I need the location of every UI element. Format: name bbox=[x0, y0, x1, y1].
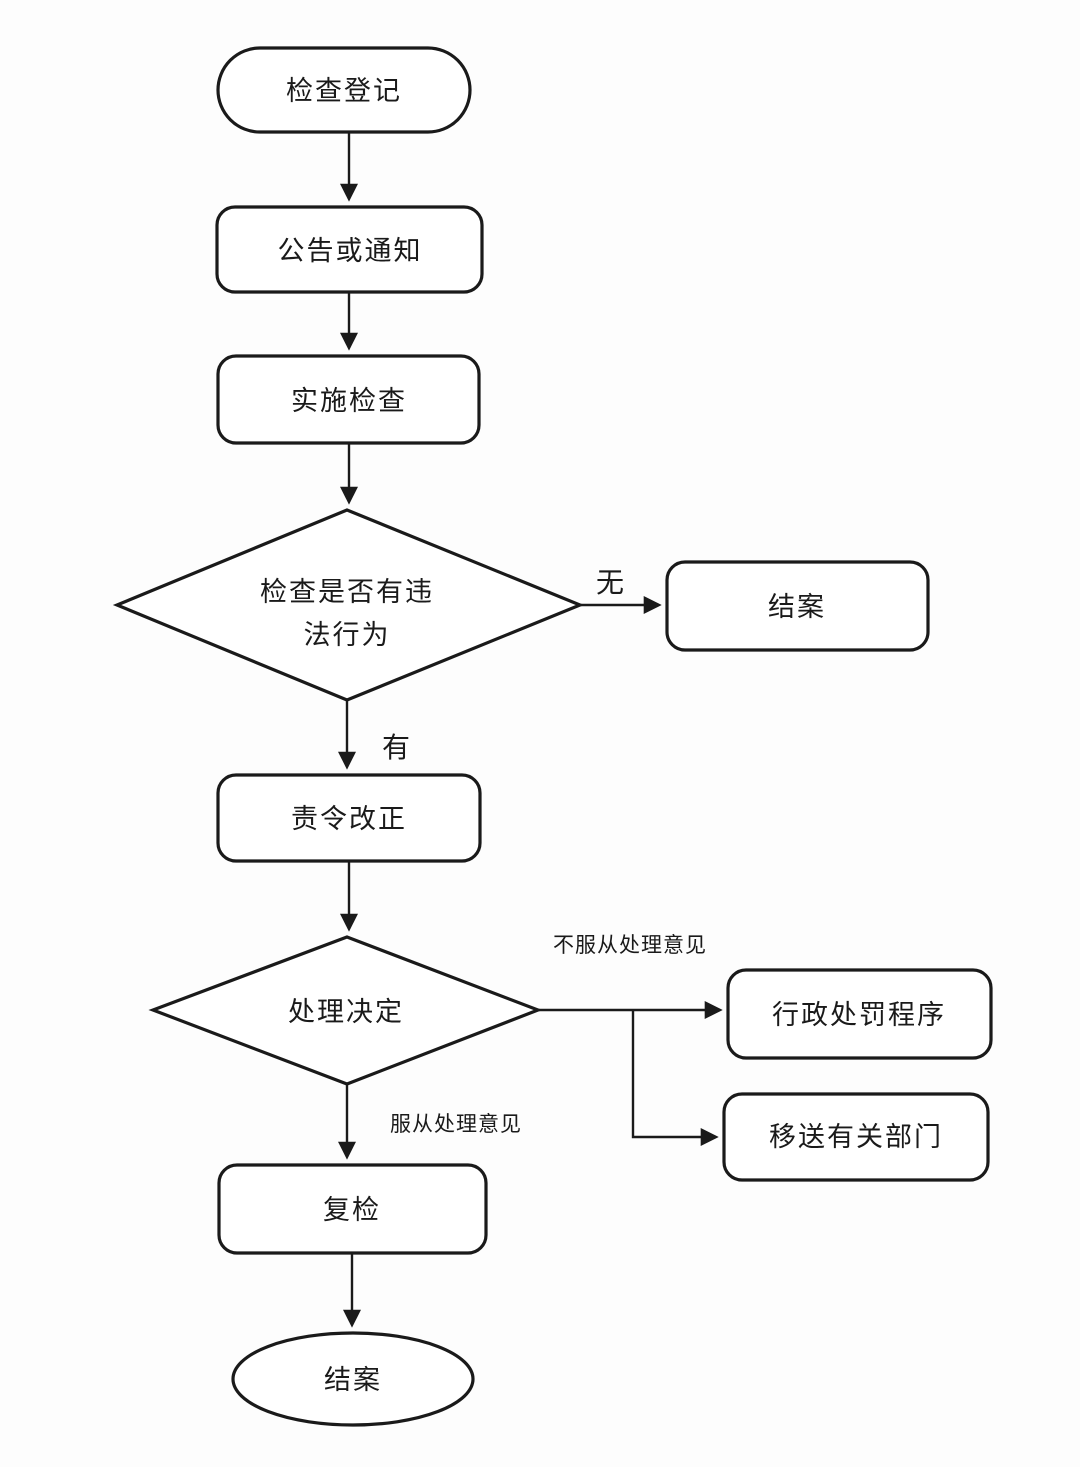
node-violation-check-diamond bbox=[112, 508, 585, 702]
node-reinspection-label: 复检 bbox=[323, 1195, 381, 1225]
node-violation-check-label-line2: 法行为 bbox=[304, 620, 391, 650]
edge-disobey-to-transfer bbox=[631, 1010, 719, 1146]
node-implement bbox=[216, 354, 481, 445]
node-transfer-department bbox=[722, 1092, 990, 1182]
node-notice bbox=[215, 205, 484, 294]
edges-group bbox=[338, 132, 723, 1328]
node-notice-label: 公告或通知 bbox=[278, 236, 423, 266]
node-close-case-end bbox=[231, 1331, 475, 1427]
node-violation-check-label-line1: 检查是否有违 bbox=[260, 577, 434, 607]
edge-label-no: 无 bbox=[596, 567, 624, 598]
node-start bbox=[216, 46, 472, 134]
node-order-correction-label: 责令改正 bbox=[291, 804, 407, 834]
edge-labels-group: 无 有 不服从处理意见 服从处理意见 bbox=[382, 567, 707, 1136]
node-close-case-no-violation-label: 结案 bbox=[768, 592, 826, 622]
node-order-correction bbox=[216, 773, 482, 863]
edge-label-yes: 有 bbox=[382, 732, 410, 763]
node-admin-penalty-label: 行政处罚程序 bbox=[772, 1000, 946, 1030]
edge-label-disobey: 不服从处理意见 bbox=[553, 934, 707, 957]
edge-label-obey: 服从处理意见 bbox=[390, 1113, 522, 1136]
node-reinspection bbox=[217, 1163, 488, 1255]
node-transfer-department-label: 移送有关部门 bbox=[769, 1122, 943, 1152]
nodes-group: 检查登记 公告或通知 实施检查 检查是否有违 法行为 结案 责令改正 处理决定 … bbox=[112, 46, 993, 1427]
node-start-label: 检查登记 bbox=[286, 76, 402, 106]
node-handling-decision-diamond bbox=[148, 935, 543, 1086]
node-implement-label: 实施检查 bbox=[291, 386, 407, 416]
node-close-case-no-violation bbox=[665, 560, 930, 652]
node-close-case-end-label: 结案 bbox=[324, 1365, 382, 1395]
node-handling-decision-label: 处理决定 bbox=[288, 997, 404, 1027]
node-admin-penalty bbox=[726, 968, 993, 1060]
